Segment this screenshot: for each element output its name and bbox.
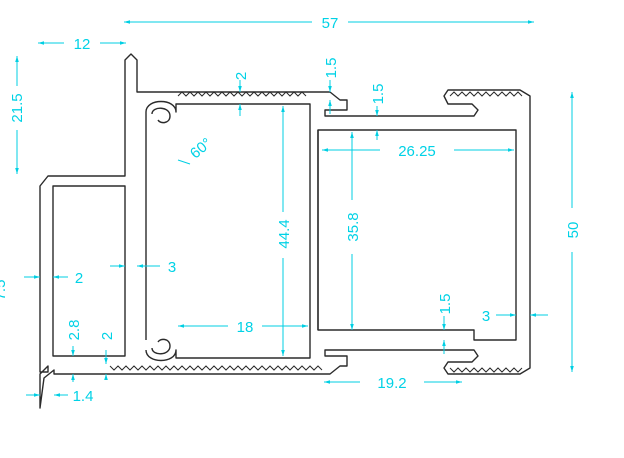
right-bottom-serration [449,367,523,373]
dim-left-flange-width: 12 [74,36,91,53]
dim-top-lip-thickness: 2 [233,72,250,80]
bottom-hook [151,338,171,355]
dim-right-top-lip: 1.5 [323,58,340,79]
dimension-lines [15,20,574,397]
dim-right-wall: 3 [482,308,490,325]
dim-angle: 60° [187,135,215,163]
dim-inner-height: 35.8 [345,212,362,241]
dim-left-wall: 2 [75,270,83,287]
dimension-labels: 57 12 21.5 2 1.5 1.5 60° 26.25 44.4 35.8… [0,15,582,405]
dim-inner-width: 26.25 [398,143,436,160]
dim-chamber-height: 44.4 [276,219,293,248]
dim-foot: 1.4 [73,388,94,405]
dim-bottom-wall: 2 [99,332,116,340]
dim-top-height: 21.5 [9,93,26,122]
top-hook [151,107,171,124]
outer-contour [39,53,531,409]
dim-overall-width: 57 [322,15,339,32]
profile-outline [39,53,531,409]
dim-center-wall: 3 [168,259,176,276]
dim-left-edge-cut: 7.5 [0,280,9,301]
dim-overall-height: 50 [565,222,582,239]
bottom-serration [109,365,323,371]
dim-bottom-lip: 2.8 [66,320,83,341]
left-chamber [52,185,126,357]
dim-chamber-width: 18 [237,319,254,336]
dim-bottom-width: 19.2 [377,375,406,392]
top-serration [177,91,307,97]
center-chamber [145,100,311,362]
right-top-serration [449,91,523,97]
dim-rail-thickness: 1.5 [370,84,387,105]
dim-bottom-rail: 1.5 [437,294,454,315]
